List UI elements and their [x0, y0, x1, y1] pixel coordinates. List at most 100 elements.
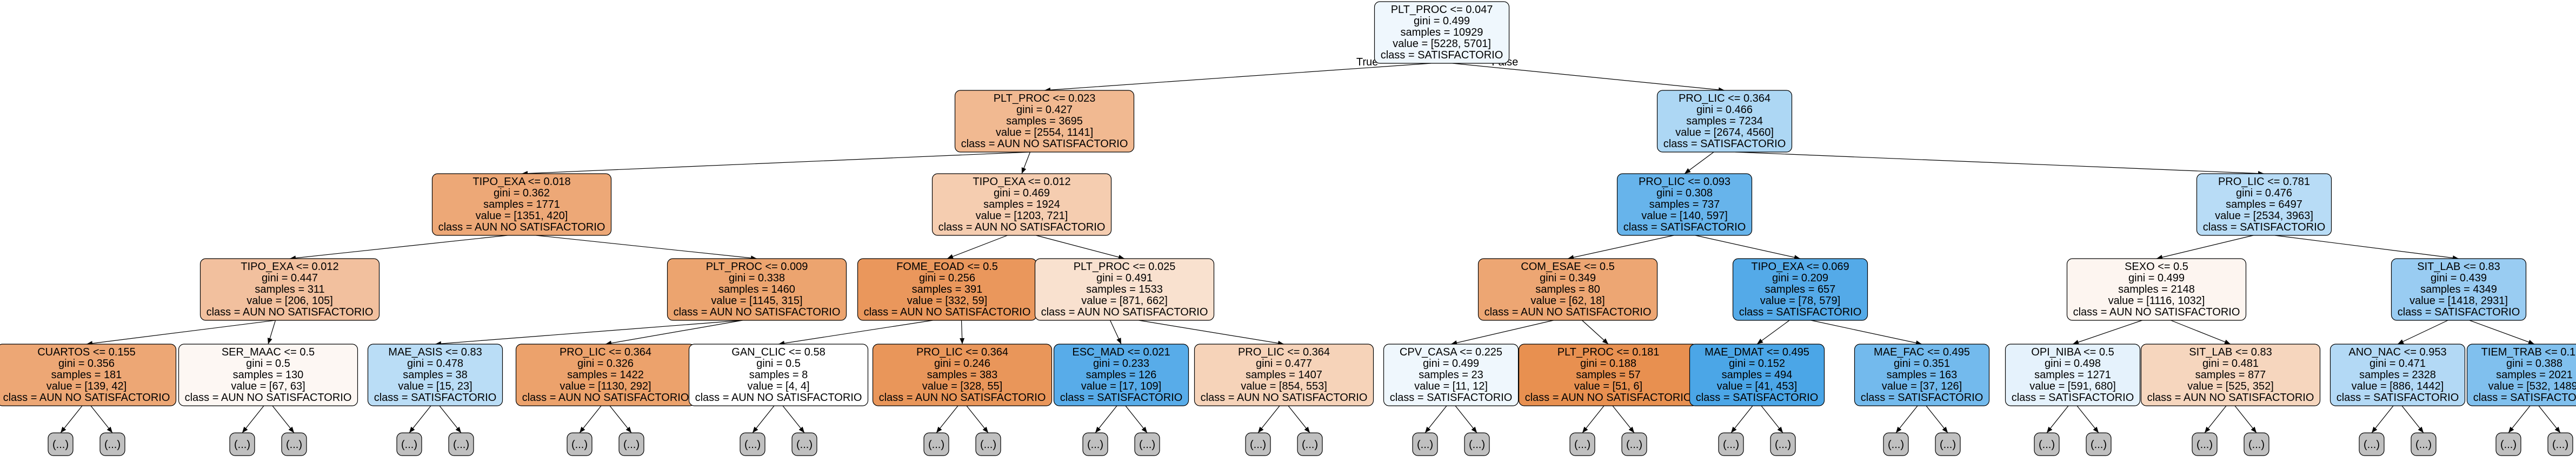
tree-node-line: class = AUN NO SATISFACTORIO	[207, 306, 374, 318]
tree-node-line: samples = 1271	[2034, 369, 2111, 381]
tree-node-line: samples = 2021	[2496, 369, 2573, 381]
truncated-node-box	[567, 432, 593, 456]
tree-node-line: class = SATISFACTORIO	[2012, 392, 2134, 404]
truncated-node-box	[791, 432, 817, 456]
tree-node-line: value = [37, 126]	[1882, 380, 1962, 392]
tree-node-line: value = [51, 6]	[1574, 380, 1642, 392]
tree-node-line: FOME_EOAD <= 0.5	[896, 261, 998, 273]
tree-node-box	[954, 90, 1135, 153]
edge-arrowhead	[1777, 426, 1783, 433]
tree-node-line: class = AUN NO SATISFACTORIO	[864, 306, 1031, 318]
edge-arrowhead	[1757, 338, 1763, 344]
tree-node-line: value = [1116, 1032]	[2108, 295, 2205, 307]
tree-node-line: value = [15, 23]	[398, 380, 472, 392]
tree-node-line: class = SATISFACTORIO	[1390, 392, 1513, 404]
tree-edge	[1735, 152, 2265, 174]
truncated-node: (...)	[281, 432, 307, 456]
truncated-node: (...)	[1621, 432, 1647, 456]
tree-node-line: class = AUN NO SATISFACTORIO	[674, 306, 841, 318]
tree-node-line: samples = 1407	[1246, 369, 1322, 381]
tree-node-line: class = SATISFACTORIO	[1739, 306, 1862, 318]
tree-edge	[1044, 63, 1432, 91]
tree-edge	[778, 320, 933, 345]
tree-node-line: gini = 0.388	[2506, 358, 2562, 370]
tree-node-box	[1689, 344, 1825, 406]
truncated-node-label: (...)	[796, 439, 813, 451]
tree-node-line: gini = 0.308	[1656, 187, 1713, 199]
tree-node-line: gini = 0.5	[756, 358, 801, 370]
tree-node-line: class = AUN NO SATISFACTORIO	[1041, 306, 1208, 318]
tree-node-line: samples = 1533	[1086, 284, 1163, 295]
edge-arrowhead	[2528, 339, 2534, 345]
edge-arrowhead	[625, 426, 631, 433]
tree-node-line: value = [2554, 1141]	[996, 127, 1093, 139]
tree-node-line: TIPO_EXA <= 0.018	[472, 176, 570, 188]
tree-node-line: class = AUN NO SATISFACTORIO	[438, 221, 605, 233]
edge-arrowhead	[936, 426, 942, 433]
tree-node-line: value = [17, 109]	[1081, 380, 1161, 392]
edge-arrowhead	[267, 338, 272, 344]
tree-node-line: samples = 38	[403, 369, 468, 381]
tree-node-line: samples = 1422	[567, 369, 644, 381]
tree-node-line: TIEM_TRAB <= 0.165	[2481, 346, 2576, 358]
truncated-node-box	[1464, 432, 1490, 456]
tree-node-line: samples = 7234	[1686, 115, 1763, 127]
tree-node-line: class = SATISFACTORIO	[1381, 49, 1503, 61]
tree-node-line: samples = 2148	[2118, 284, 2195, 295]
edge-arrowhead	[1942, 426, 1948, 433]
truncated-node-label: (...)	[1417, 439, 1433, 451]
edge-arrowhead	[2205, 426, 2211, 433]
tree-node-line: SIT_LAB <= 0.83	[2189, 346, 2272, 358]
truncated-node-label: (...)	[2364, 439, 2380, 451]
tree-edge	[289, 235, 508, 259]
tree-node-line: value = [871, 662]	[1081, 295, 1168, 307]
truncated-node-box	[975, 432, 1001, 456]
tree-node-line: gini = 0.152	[1729, 358, 1785, 370]
truncated-node-box	[1297, 432, 1323, 456]
tree-node-line: PRO_LIC <= 0.364	[1238, 346, 1330, 358]
tree-node-line: class = SATISFACTORIO	[2203, 221, 2326, 233]
tree-node-line: samples = 877	[2195, 369, 2266, 381]
tree-node-line: value = [525, 352]	[2187, 380, 2274, 392]
truncated-node: (...)	[99, 432, 125, 456]
tree-node-line: samples = 126	[1086, 369, 1157, 381]
tree-node-line: gini = 0.351	[1894, 358, 1950, 370]
tree-node-box	[2066, 258, 2247, 321]
tree-node-box	[2466, 344, 2576, 406]
tree-node-box	[367, 344, 503, 406]
tree-node-line: value = [532, 1489]	[2488, 380, 2576, 392]
truncated-node: (...)	[1718, 432, 1744, 456]
tree-node-line: class = SATISFACTORIO	[1623, 221, 1746, 233]
tree-node-line: SIT_LAB <= 0.83	[2417, 261, 2500, 273]
edge-arrowhead	[1021, 167, 1027, 174]
truncated-node: (...)	[1935, 432, 1961, 456]
truncated-node: (...)	[1134, 432, 1160, 456]
tree-node-line: TIPO_EXA <= 0.069	[1751, 261, 1849, 273]
tree-edge	[1139, 320, 1284, 345]
tree-node-line: value = [1203, 721]	[976, 210, 1068, 222]
tree-node-line: samples = 80	[1535, 284, 1600, 295]
tree-edge	[1695, 235, 1801, 259]
tree-node-line: PRO_LIC <= 0.781	[2218, 176, 2310, 188]
edge-arrowhead	[1602, 338, 1608, 344]
tree-node-line: gini = 0.256	[919, 272, 975, 284]
edge-arrowhead	[2093, 426, 2099, 433]
tree-node-line: samples = 8	[749, 369, 808, 381]
tree-node-line: PLT_PROC <= 0.025	[1074, 261, 1176, 273]
tree-edge	[1450, 320, 1554, 345]
tree-node-line: MAE_FAC <= 0.495	[1874, 346, 1970, 358]
tree-node-line: value = [1130, 292]	[560, 380, 651, 392]
truncated-node-box	[2495, 432, 2521, 456]
truncated-node-label: (...)	[1574, 439, 1590, 451]
truncated-node: (...)	[2359, 432, 2385, 456]
tree-node-line: class = AUN NO SATISFACTORIO	[1525, 392, 1692, 404]
